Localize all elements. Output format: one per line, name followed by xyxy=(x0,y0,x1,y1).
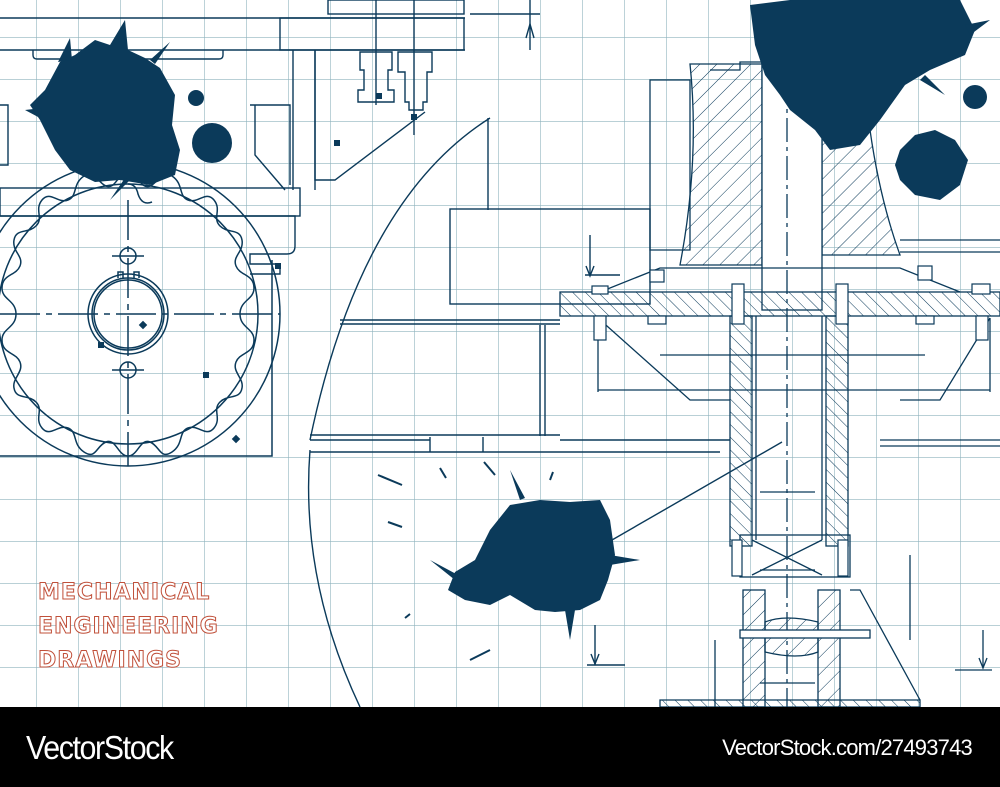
blueprint-drawing xyxy=(0,0,1000,707)
left-machine-frame xyxy=(0,0,540,275)
sprocket-gear xyxy=(0,161,281,467)
ink-splatter-streaks xyxy=(377,461,554,661)
flange-bolts xyxy=(591,265,991,577)
blueprint-canvas: MECHANICAL ENGINEERING DRAWINGS xyxy=(0,0,1000,707)
vectorstock-logo[interactable]: VectorStock xyxy=(26,729,174,766)
watermark-footer: VectorStock VectorStock.com/27493743 xyxy=(0,707,1000,787)
ink-blots xyxy=(25,0,990,640)
title-line-engineering: ENGINEERING xyxy=(38,614,219,640)
middle-assembly xyxy=(307,117,783,707)
drawing-title: MECHANICAL ENGINEERING DRAWINGS xyxy=(38,576,219,678)
title-line-drawings: DRAWINGS xyxy=(38,648,183,674)
image-reference-link[interactable]: VectorStock.com/27493743 xyxy=(722,735,973,760)
title-line-mechanical: MECHANICAL xyxy=(38,580,211,606)
small-markers xyxy=(98,93,417,444)
